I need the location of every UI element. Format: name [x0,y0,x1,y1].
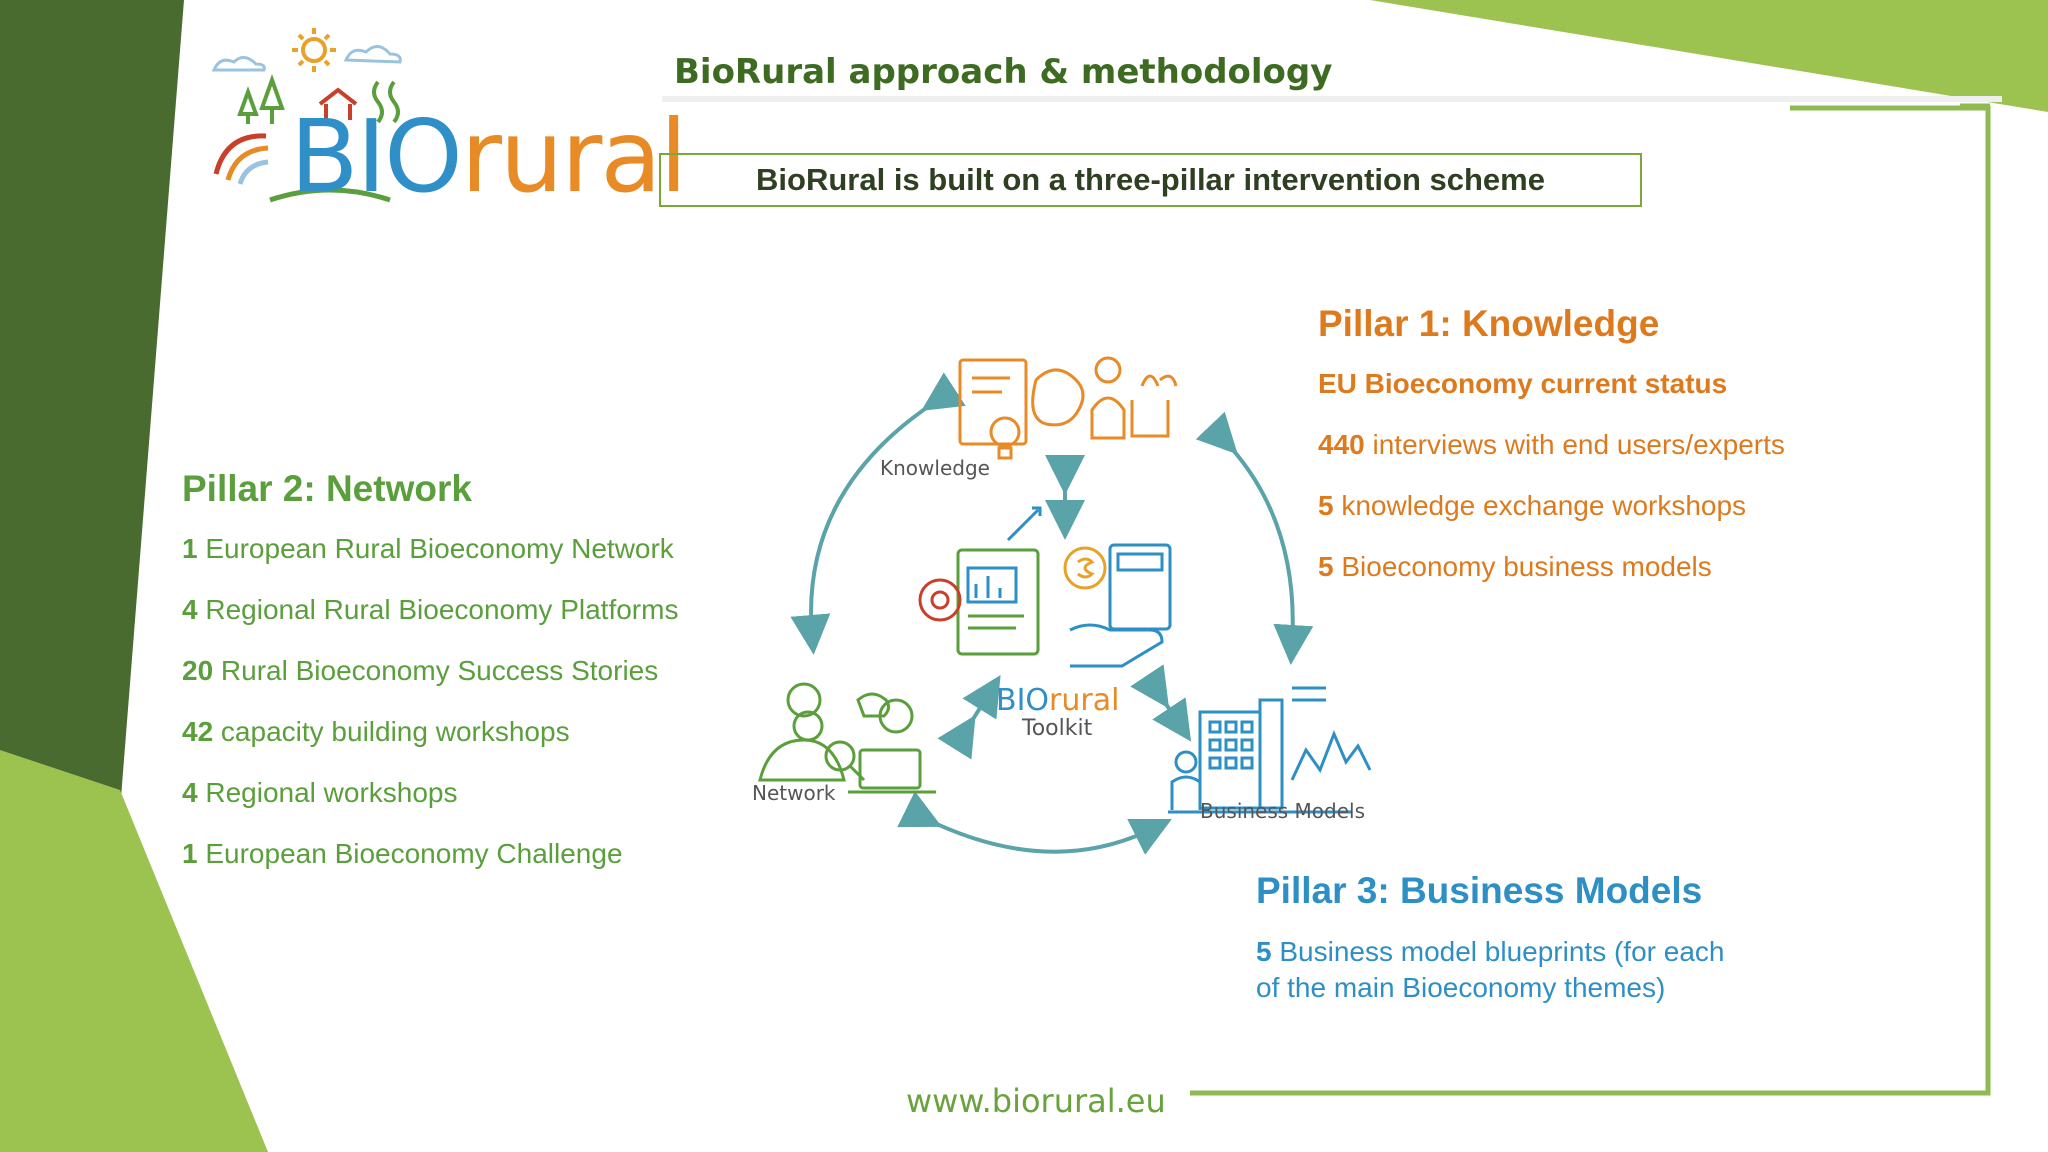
scheme-banner: BioRural is built on a three-pillar inte… [659,153,1642,207]
footer-url[interactable]: www.biorural.eu [906,1082,1166,1120]
content-frame [1190,105,1991,1096]
list-item: EU Bioeconomy current status [1318,368,1728,399]
logo-wordmark: BIOrural [290,98,688,215]
cloud-icon-2 [343,45,402,64]
slide-title: BioRural approach & methodology [674,52,1333,92]
list-item: 1 European Bioeconomy Challenge [182,838,623,869]
logo-bio: BIO [290,98,463,215]
cloud-icon [211,56,266,72]
cycle-arrow-bottom [897,791,1172,855]
list-item: 5 knowledge exchange workshops [1318,490,1747,521]
toolkit-icon [918,506,1172,668]
pillar-network-title: Pillar 2: Network [182,468,472,509]
pillar-business-models-title: Pillar 3: Business Models [1256,870,1703,911]
list-item: 4 Regional workshops [182,777,458,808]
list-item: 5 Bioeconomy business models [1318,551,1712,582]
link-arrow-left [937,675,1001,760]
biorural-logo [211,28,402,203]
list-item: 4 Regional Rural Bioeconomy Platforms [182,594,679,625]
business-models-label: Business Models [1200,799,1365,823]
business-models-icon [1168,686,1372,814]
list-item: 42 capacity building workshops [182,716,570,747]
network-label: Network [752,781,836,805]
pillar-business-models: Pillar 3: Business Models 5 Business mod… [1256,870,1726,1033]
light-green-triangle [0,750,268,1152]
knowledge-label: Knowledge [880,456,990,480]
top-right-triangle [1370,0,2048,112]
list-item: 20 Rural Bioeconomy Success Stories [182,655,659,686]
cycle-arrow-left [790,372,966,655]
sun-icon [292,28,336,72]
house-icon [318,87,358,120]
toolkit-brand: BIOrural [996,683,1119,718]
cycle-arrow-right [1195,411,1314,665]
network-icon [758,682,936,794]
list-item: 1 European Rural Bioeconomy Network [182,533,674,564]
list-item: 5 Business model blueprints (for each of… [1256,936,1725,1003]
title-underline [662,96,2002,102]
pillar-knowledge-title: Pillar 1: Knowledge [1318,303,1660,344]
list-item: 440 interviews with end users/experts [1318,429,1785,460]
toolkit-label: Toolkit [1021,716,1093,741]
pillar-network: Pillar 2: Network 1 European Rural Bioec… [182,468,678,898]
pillar-knowledge: Pillar 1: Knowledge EU Bioeconomy curren… [1318,303,1785,611]
steam-icon [372,80,400,124]
pillar-cycle-diagram: Knowledge BIOrural Toolkit Network [752,356,1372,855]
hills-icon [213,133,391,203]
logo-rural: rural [460,98,688,215]
link-arrow-right [1130,664,1192,742]
knowledge-icon [958,356,1178,460]
trees-icon [237,74,285,124]
